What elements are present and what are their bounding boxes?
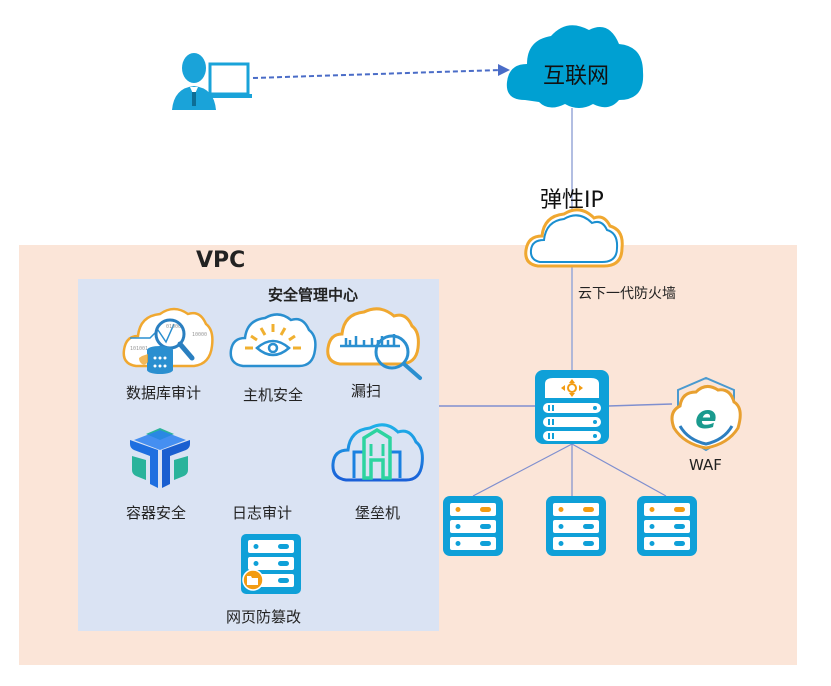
user-with-laptop-icon	[172, 53, 252, 110]
security-center-title: 安全管理中心	[268, 286, 359, 304]
vulnerability-scan-label: 漏扫	[351, 382, 382, 400]
bastion-host-icon	[331, 423, 424, 482]
firewall-router-icon	[535, 370, 609, 444]
web-tamper-protection-label: 网页防篡改	[226, 608, 302, 626]
server-icon	[546, 496, 606, 556]
container-security-icon	[130, 428, 190, 488]
waf-label: WAF	[689, 456, 722, 474]
database-audit-icon: 01000 10000 101001	[122, 307, 214, 374]
database-audit-label: 数据库审计	[126, 384, 202, 402]
svg-text:10000: 10000	[192, 332, 207, 338]
waf-shield-icon: e	[670, 376, 742, 452]
bastion-host-label: 堡垒机	[355, 504, 401, 522]
user-to-internet-link	[252, 69, 501, 79]
eip-cloud-icon	[524, 208, 624, 268]
log-audit-label: 日志审计	[232, 504, 293, 522]
host-security-label: 主机安全	[243, 386, 304, 404]
internet-label: 互联网	[543, 64, 610, 89]
internet-cloud-icon	[506, 25, 644, 109]
vpc-label: VPC	[196, 248, 246, 273]
server-icon	[443, 496, 503, 556]
svg-text:01000: 01000	[166, 324, 181, 330]
eip-label: 弹性IP	[540, 188, 604, 213]
svg-text:e: e	[695, 398, 717, 436]
svg-text:101001: 101001	[130, 346, 148, 352]
host-security-eye-icon	[229, 313, 317, 368]
firewall-label: 云下一代防火墙	[578, 286, 676, 302]
web-tamper-protection-icon	[241, 534, 301, 594]
vulnerability-scan-icon	[326, 307, 422, 380]
server-icon	[637, 496, 697, 556]
container-security-label: 容器安全	[126, 504, 187, 522]
